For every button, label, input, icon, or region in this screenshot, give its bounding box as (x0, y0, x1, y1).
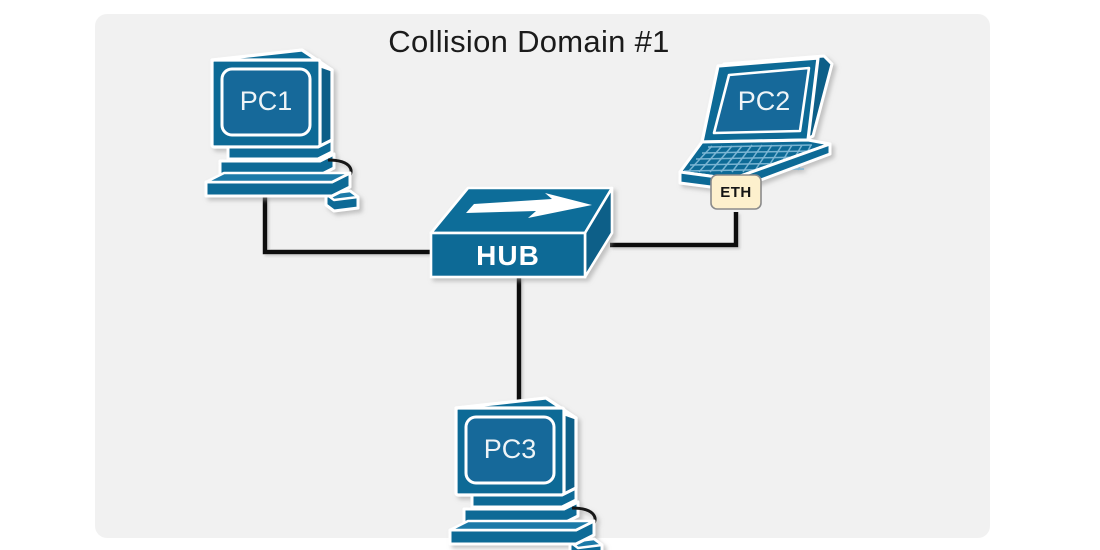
pc2-key-grid (683, 144, 813, 173)
pc1-keyboard-top (204, 171, 352, 184)
pc2-screen-label: PC2 (738, 86, 791, 116)
eth-badge-label: ETH (720, 184, 752, 201)
pc1-stand-upper (226, 138, 334, 161)
page-title: Collision Domain #1 (388, 24, 669, 59)
hub-arrow-icon (466, 193, 592, 218)
pc1-screen (220, 67, 312, 137)
node-pc3[interactable]: PC3 (448, 396, 604, 550)
node-pc1[interactable]: PC1 (204, 48, 360, 213)
pc3-screen-label: PC3 (484, 434, 537, 464)
pc1-screen-label: PC1 (240, 86, 293, 116)
hub-front-face (429, 231, 587, 279)
link-hub-eth (610, 212, 739, 248)
node-hub[interactable]: HUB (429, 186, 614, 279)
eth-badge-box (710, 174, 762, 210)
pc2-screen (712, 66, 811, 135)
pc3-keyboard-top (448, 519, 596, 532)
pc3-stand-upper (470, 486, 578, 509)
pc3-screen (464, 415, 556, 485)
badge-eth[interactable]: ETH (710, 174, 762, 210)
hub-label: HUB (476, 240, 540, 271)
